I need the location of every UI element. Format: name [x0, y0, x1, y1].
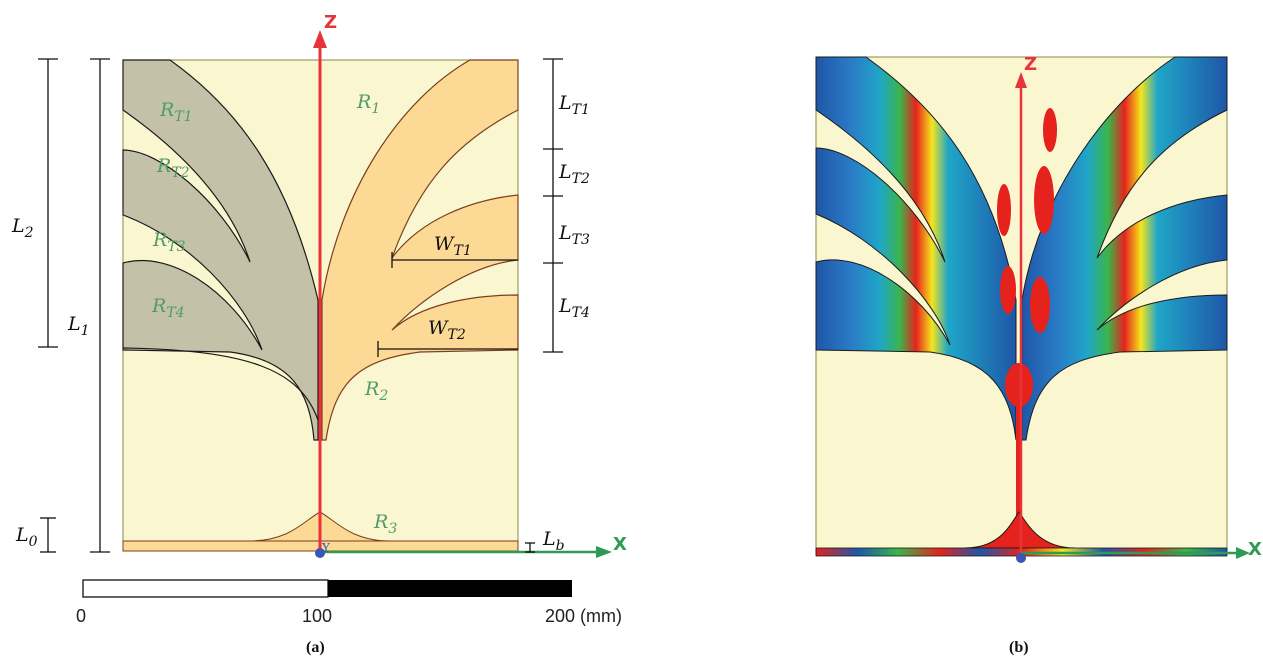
x-axis-arrow [596, 546, 612, 558]
z-axis-arrow-b [1015, 72, 1027, 88]
z-axis-arrow [313, 30, 327, 48]
label-wt2: WT2 [428, 317, 466, 343]
z-axis-label: Z [324, 12, 337, 33]
label-rt1: RT1 [159, 99, 193, 125]
field-right-branches [1021, 56, 1228, 441]
label-wt1: WT1 [434, 233, 472, 259]
field-hotspots [997, 108, 1057, 540]
label-rt4: RT4 [151, 295, 185, 321]
caption-b: (b) [1009, 639, 1029, 656]
label-lt3: LT3 [558, 222, 590, 248]
y-axis-label: Y [321, 541, 331, 555]
panel-b: Z X (b) [815, 54, 1262, 656]
x-axis-arrow-b [1236, 547, 1250, 559]
dim-l0 [40, 517, 56, 553]
left-patch-gray [122, 59, 319, 441]
branch-boundary [122, 347, 319, 421]
dim-lb [525, 542, 535, 553]
scale-tick-0: 0 [76, 606, 86, 626]
origin-dot [315, 548, 325, 558]
label-r3: R3 [373, 511, 397, 537]
label-rt3: RT3 [152, 229, 186, 255]
x-axis-label-b: X [1248, 539, 1262, 560]
label-l1: L1 [67, 313, 90, 339]
x-axis-label: X [613, 534, 627, 555]
dim-lt [543, 58, 563, 353]
scale-tick-200: 200 (mm) [545, 606, 622, 626]
scale-tick-100: 100 [302, 606, 332, 626]
dim-l2 [38, 58, 58, 348]
scale-bar-black [328, 580, 572, 597]
label-l0: L0 [15, 524, 38, 550]
field-left-branches [815, 56, 1017, 441]
scale-bar-white [82, 579, 329, 598]
label-r2: R2 [364, 378, 388, 404]
label-r1: R1 [356, 91, 380, 117]
label-lb: Lb [542, 528, 565, 554]
label-lt2: LT2 [558, 161, 590, 187]
label-rt2: RT2 [156, 155, 190, 181]
panel-a: Z X Y R1 R2 R3 RT1 RT2 RT3 RT4 WT1 WT2 L… [11, 12, 627, 656]
label-lt1: LT1 [558, 92, 590, 118]
label-l2: L2 [11, 215, 34, 241]
label-lt4: LT4 [558, 295, 590, 321]
dim-l1 [90, 58, 110, 553]
caption-a: (a) [306, 639, 325, 656]
z-axis-label-b: Z [1024, 54, 1037, 75]
right-patch-orange [321, 59, 519, 441]
origin-dot-b [1016, 553, 1026, 563]
